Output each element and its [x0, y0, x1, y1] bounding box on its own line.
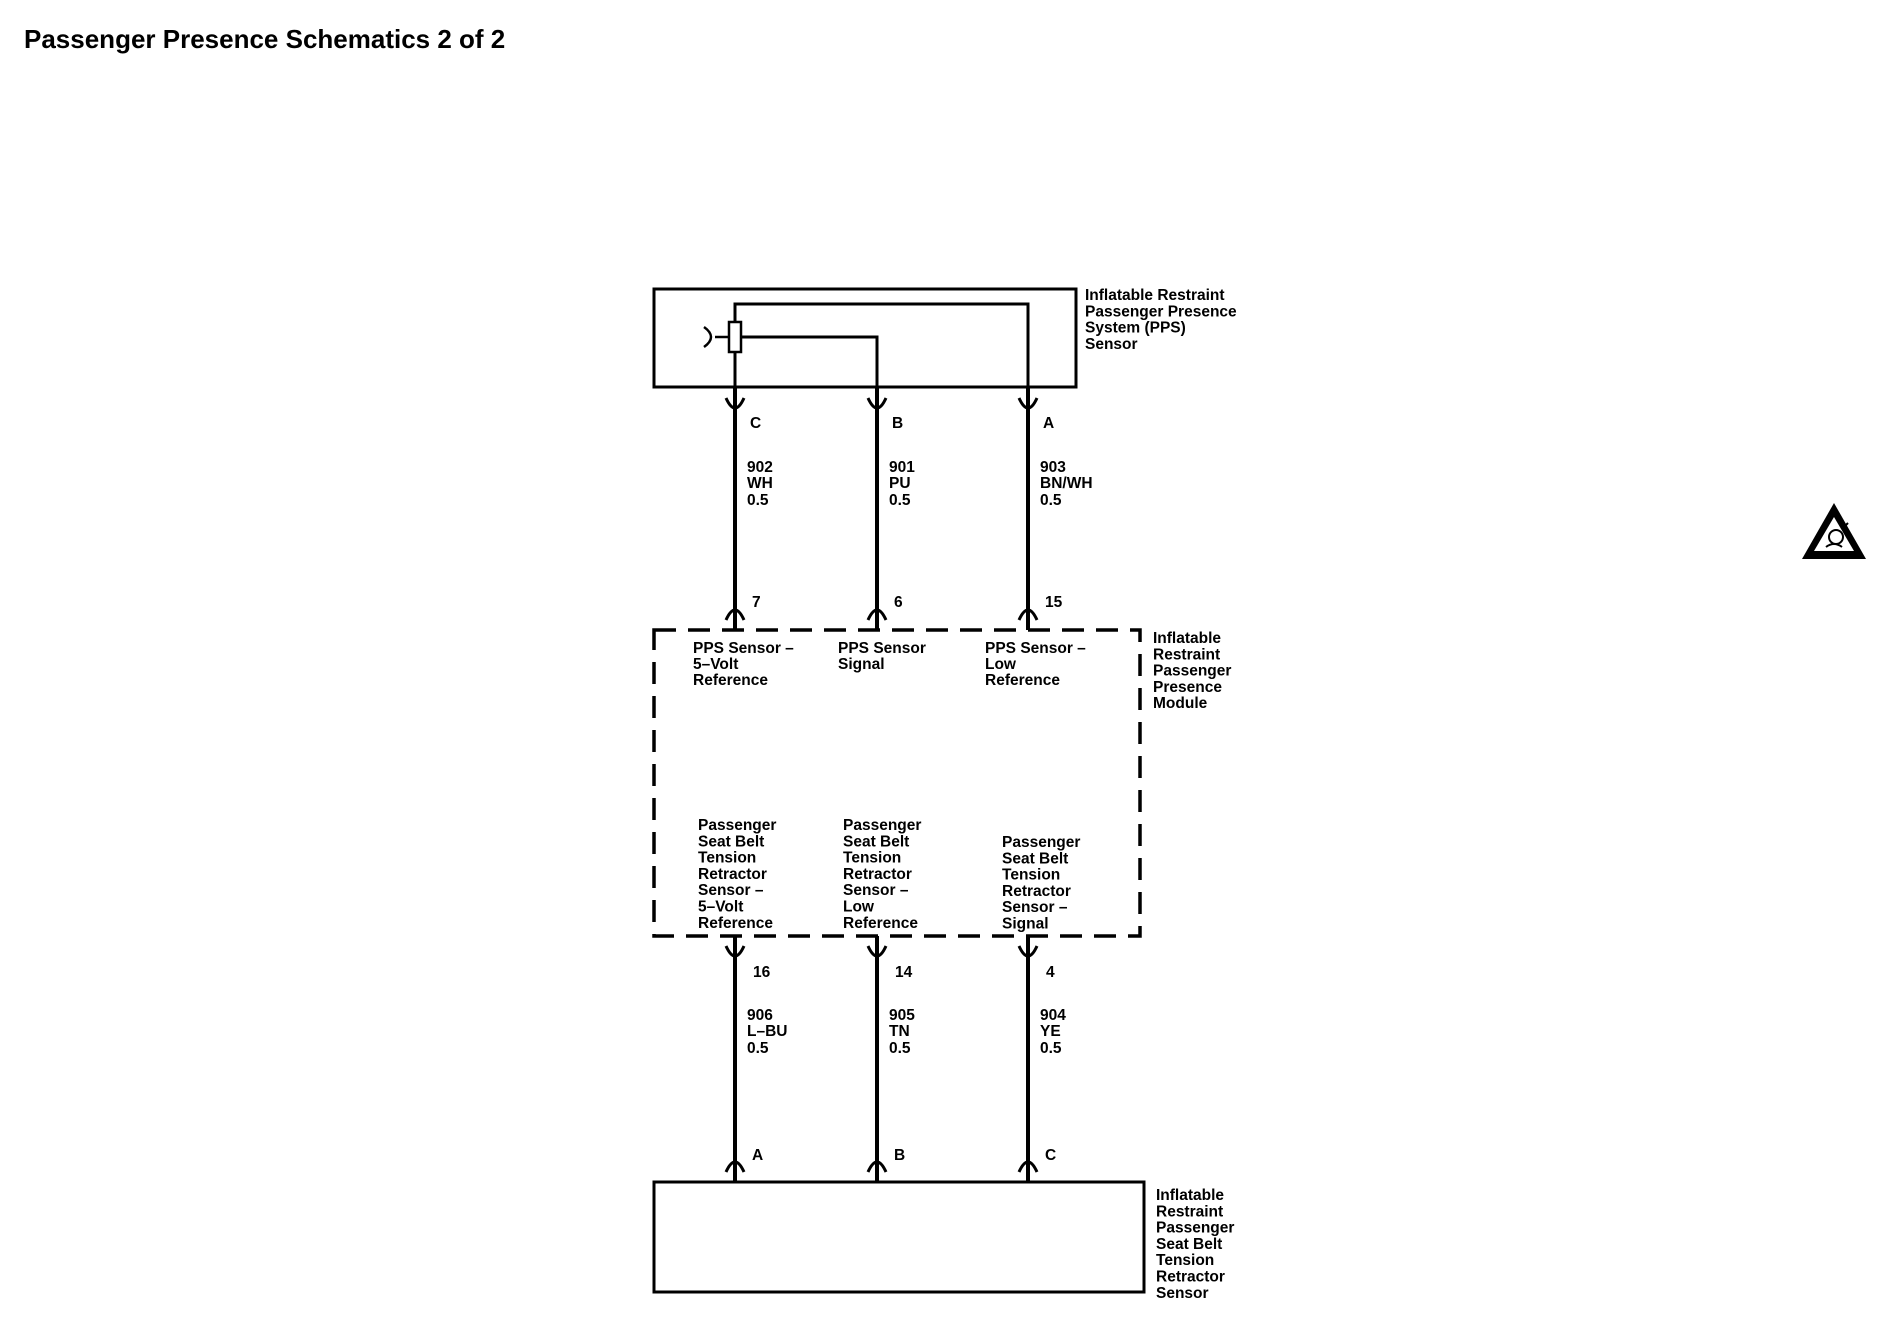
pps-sensor-box	[652, 287, 1078, 389]
module-bottom-label: Sensor –	[698, 882, 764, 899]
upper-wire-gauge: 0.5	[889, 492, 911, 509]
lower-wire-circuit: 906	[747, 1007, 773, 1024]
upper-wire-color: WH	[747, 475, 773, 492]
module-bottom-connector-icon	[724, 945, 746, 958]
sensor-pin-label: C	[750, 415, 761, 432]
module-top-label: Signal	[838, 656, 885, 673]
module-top-pin-label: 7	[752, 594, 761, 611]
module-bottom-pin-label: 16	[753, 964, 771, 981]
upper-wire-color: PU	[889, 475, 911, 492]
module-bottom-label: Seat Belt	[843, 833, 909, 850]
module-bottom-pin-label: 4	[1046, 964, 1055, 981]
upper-wire-gauge: 0.5	[1040, 492, 1062, 509]
sensor-internal-wire-b	[741, 335, 879, 387]
upper-wire-color: BN/WH	[1040, 475, 1093, 492]
module-top-label: Low	[985, 656, 1017, 673]
belt-sensor-pin-label: C	[1045, 1147, 1056, 1164]
belt-sensor-pin-label: B	[894, 1147, 905, 1164]
lower-wire-gauge: 0.5	[1040, 1040, 1062, 1057]
lower-wire-color: YE	[1040, 1023, 1061, 1040]
module-bottom-label: Seat Belt	[698, 833, 764, 850]
resistor-wiper-symbol	[703, 325, 713, 349]
module-bottom-label: Sensor –	[843, 882, 909, 899]
module-bottom-label: 5–Volt	[698, 899, 743, 916]
module-bottom-label: Sensor –	[1002, 899, 1068, 916]
sensor-pin-label: A	[1043, 415, 1054, 432]
lower-wire-color: L–BU	[747, 1023, 787, 1040]
module-top-connector-icon	[866, 608, 888, 621]
module-bottom-label: Reference	[698, 915, 773, 932]
variable-resistor-symbol	[727, 320, 743, 354]
module-top-label: Reference	[693, 672, 768, 689]
upper-wire-circuit: 902	[747, 459, 773, 476]
module-top-label: PPS Sensor	[838, 640, 926, 657]
belt-sensor-connector-icon	[866, 1160, 888, 1173]
upper-wire-circuit: 903	[1040, 459, 1066, 476]
sensor-pin-label: B	[892, 415, 903, 432]
module-top-connector-icon	[724, 608, 746, 621]
module-bottom-label: Tension	[1002, 867, 1060, 884]
module-bottom-label: Passenger	[698, 817, 776, 834]
sensor-connector-icon	[866, 397, 888, 410]
sensor-connector-icon	[724, 397, 746, 410]
module-bottom-label: Reference	[843, 915, 918, 932]
lower-wire-gauge: 0.5	[747, 1040, 769, 1057]
belt-sensor-pin-label: A	[752, 1147, 763, 1164]
module-top-connector-icon	[1017, 608, 1039, 621]
sensor-internal-wire-a	[733, 302, 1030, 387]
page-title: Passenger Presence Schematics 2 of 2	[24, 24, 506, 54]
module-bottom-label: Retractor	[698, 866, 767, 883]
upper-wire-circuit: 901	[889, 459, 915, 476]
module-top-pin-label: 15	[1045, 594, 1063, 611]
module-bottom-label: Seat Belt	[1002, 850, 1068, 867]
airbag-warning-icon	[1802, 503, 1866, 559]
module-top-pin-label: 6	[894, 594, 903, 611]
module-bottom-connector-icon	[1017, 945, 1039, 958]
module-bottom-label: Retractor	[1002, 883, 1071, 900]
belt-sensor-connector-icon	[724, 1160, 746, 1173]
lower-wire-gauge: 0.5	[889, 1040, 911, 1057]
module-bottom-label: Tension	[698, 850, 756, 867]
module-bottom-connector-icon	[866, 945, 888, 958]
belt-sensor-box	[652, 1180, 1146, 1294]
module-top-label: Reference	[985, 672, 1060, 689]
module-bottom-label: Signal	[1002, 916, 1049, 933]
lower-wire-circuit: 905	[889, 1007, 915, 1024]
module-top-label: 5–Volt	[693, 656, 738, 673]
module-top-label: PPS Sensor –	[693, 640, 794, 657]
sensor-connector-icon	[1017, 397, 1039, 410]
lower-wire-color: TN	[889, 1023, 910, 1040]
module-bottom-label: Passenger	[1002, 834, 1080, 851]
module-bottom-pin-label: 14	[895, 964, 913, 981]
wire-group: C902WH0.5716906L–BU0.5AB901PU0.5614905TN…	[693, 387, 1093, 1182]
upper-wire-gauge: 0.5	[747, 492, 769, 509]
module-bottom-label: Low	[843, 899, 875, 916]
belt-sensor-connector-icon	[1017, 1160, 1039, 1173]
pps-module-box	[652, 628, 1142, 938]
module-bottom-label: Tension	[843, 850, 901, 867]
module-bottom-label: Passenger	[843, 817, 921, 834]
module-bottom-label: Retractor	[843, 866, 912, 883]
module-top-label: PPS Sensor –	[985, 640, 1086, 657]
lower-wire-circuit: 904	[1040, 1007, 1066, 1024]
